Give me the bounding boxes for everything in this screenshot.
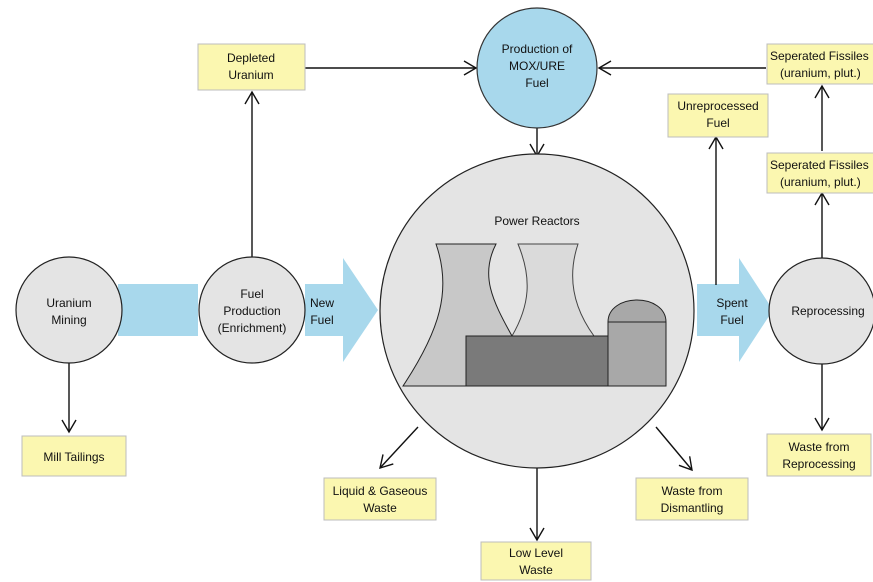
- svg-text:Unreprocessed: Unreprocessed: [677, 99, 758, 113]
- svg-text:Depleted: Depleted: [227, 51, 275, 65]
- new-fuel-label-1: New: [310, 296, 334, 310]
- uranium-mining-node: Uranium Mining: [15, 256, 123, 364]
- low-level-waste-box: Low Level Waste: [480, 541, 592, 581]
- new-fuel-arrow: [305, 258, 378, 362]
- turbine-building: [465, 335, 609, 387]
- svg-text:Reprocessing: Reprocessing: [791, 304, 864, 318]
- svg-text:Waste: Waste: [363, 501, 397, 515]
- svg-text:Waste from: Waste from: [662, 484, 723, 498]
- reactor-to-dismantling-arrow: [655, 426, 693, 472]
- reprocessing-node: Reprocessing: [768, 257, 873, 365]
- svg-text:Fuel: Fuel: [240, 287, 263, 301]
- new-fuel-label-2: Fuel: [310, 313, 333, 327]
- svg-text:Fuel: Fuel: [706, 116, 729, 130]
- svg-text:Production: Production: [223, 304, 280, 318]
- spent-fuel-arrow: [697, 258, 773, 362]
- spent-fuel-label-2: Fuel: [720, 313, 743, 327]
- separated-fissiles-mid-box: Seperated Fissiles (uranium, plut.): [766, 152, 873, 194]
- svg-text:Low Level: Low Level: [509, 546, 563, 560]
- separated-fissiles-top-box: Seperated Fissiles (uranium, plut.): [766, 43, 873, 85]
- unreprocessed-fuel-box: Unreprocessed Fuel: [667, 93, 769, 138]
- power-reactors-label: Power Reactors: [494, 214, 579, 228]
- svg-text:(uranium, plut.): (uranium, plut.): [780, 175, 861, 189]
- svg-text:Waste from: Waste from: [789, 440, 850, 454]
- svg-text:Waste: Waste: [519, 563, 553, 577]
- depleted-uranium-box: Depleted Uranium: [197, 43, 306, 91]
- liquid-gaseous-waste-box: Liquid & Gaseous Waste: [323, 477, 437, 521]
- reactor-to-liquid-waste-arrow: [379, 426, 419, 470]
- svg-text:Seperated Fissiles: Seperated Fissiles: [770, 158, 869, 172]
- svg-text:Uranium: Uranium: [46, 296, 91, 310]
- svg-text:Seperated Fissiles: Seperated Fissiles: [770, 49, 869, 63]
- svg-text:Dismantling: Dismantling: [661, 501, 724, 515]
- svg-text:Liquid & Gaseous: Liquid & Gaseous: [333, 484, 428, 498]
- svg-text:Mining: Mining: [51, 313, 86, 327]
- waste-reprocessing-box: Waste from Reprocessing: [766, 433, 872, 477]
- svg-text:MOX/URE: MOX/URE: [509, 59, 565, 73]
- svg-text:(Enrichment): (Enrichment): [218, 321, 287, 335]
- waste-dismantling-box: Waste from Dismantling: [635, 477, 749, 521]
- power-reactors-node: Power Reactors: [379, 153, 695, 469]
- svg-text:Mill Tailings: Mill Tailings: [43, 450, 104, 464]
- mill-tailings-box: Mill Tailings: [21, 435, 127, 477]
- fuel-production-node: Fuel Production (Enrichment): [198, 256, 306, 364]
- svg-text:Production of: Production of: [502, 42, 573, 56]
- svg-text:Fuel: Fuel: [525, 76, 548, 90]
- svg-text:(uranium, plut.): (uranium, plut.): [780, 66, 861, 80]
- mining-to-fuel-arrow: [118, 284, 198, 336]
- svg-text:Reprocessing: Reprocessing: [782, 457, 855, 471]
- svg-text:Uranium: Uranium: [228, 68, 273, 82]
- containment-dome: [607, 299, 667, 387]
- spent-fuel-label-1: Spent: [716, 296, 748, 310]
- mox-production-node: Production of MOX/URE Fuel: [476, 7, 598, 129]
